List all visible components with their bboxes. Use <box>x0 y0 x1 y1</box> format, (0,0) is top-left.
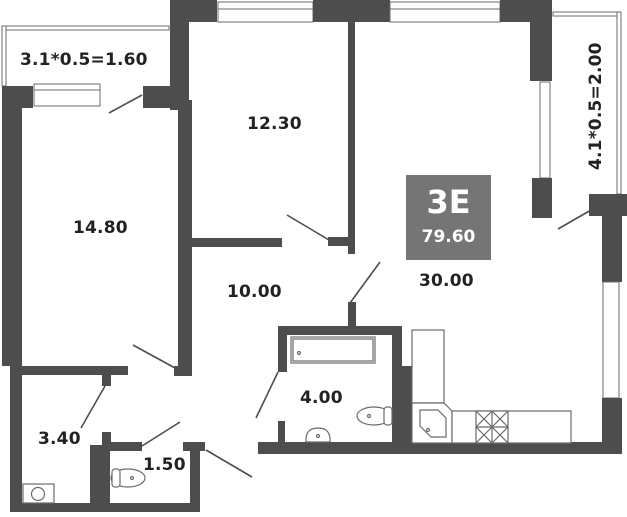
room-label-bathroom: 4.00 <box>300 388 343 408</box>
apartment-total-area: 79.60 <box>421 227 476 247</box>
door-swings <box>80 94 592 478</box>
room-label-balcony-left: 3.1*0.5=1.60 <box>20 50 148 70</box>
apartment-type-code: 3E <box>426 183 471 221</box>
room-label-bedroom-left: 14.80 <box>73 218 128 238</box>
apartment-type-badge: 3E 79.60 <box>406 175 491 260</box>
room-label-toilet: 1.50 <box>143 455 186 475</box>
room-label-living-kitchen: 30.00 <box>419 271 474 291</box>
room-label-bedroom-middle: 12.30 <box>247 114 302 134</box>
room-label-storage: 3.40 <box>38 429 81 449</box>
room-label-hallway: 10.00 <box>227 282 282 302</box>
room-label-balcony-right: 4.1*0.5=2.00 <box>586 42 606 170</box>
